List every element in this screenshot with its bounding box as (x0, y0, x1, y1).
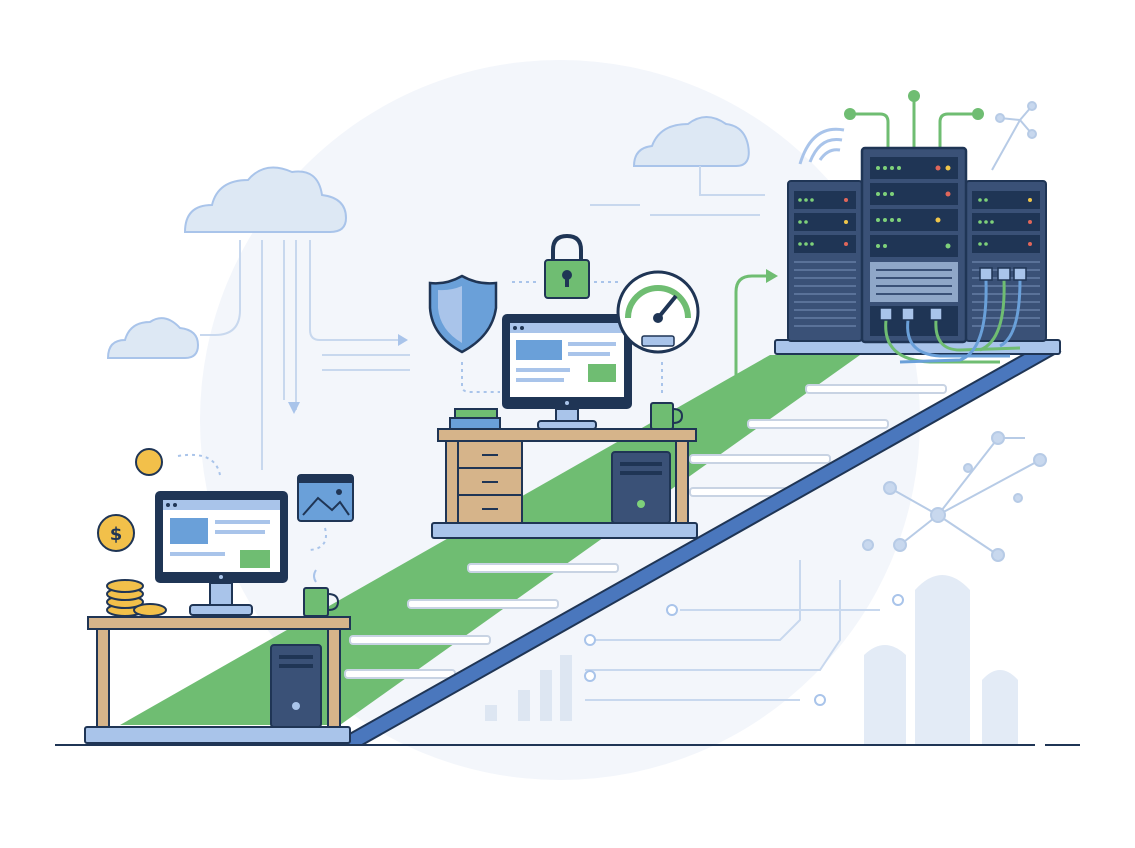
cloud-icon (183, 166, 348, 233)
coin-icon (135, 448, 163, 476)
desk (87, 616, 351, 728)
coffee-mug-icon (650, 402, 684, 430)
circuit-nodes (584, 594, 904, 706)
server-rack-icon (860, 146, 968, 344)
cloud-icon (106, 317, 200, 359)
dollar-coin-icon: $ (97, 514, 135, 552)
wifi-signal-icon (798, 127, 845, 165)
coin-stack-icon (106, 579, 167, 617)
book-stack (449, 408, 501, 430)
network-nodes-icon (862, 431, 1047, 562)
speedometer-icon (616, 270, 700, 354)
bar-chart-icon (485, 655, 572, 721)
network-nodes-icon (991, 101, 1037, 171)
background-towers (864, 575, 1018, 745)
shield-icon (428, 274, 498, 354)
circuit-lines (200, 166, 880, 701)
server-rack-icon (787, 180, 863, 342)
connector-line (177, 453, 221, 476)
network-antennas (852, 98, 976, 148)
staircase-steps (344, 384, 947, 679)
pc-tower-icon (270, 644, 322, 728)
arrow-icon (766, 269, 778, 283)
coffee-mug-icon (303, 569, 340, 617)
monitor-icon (502, 314, 632, 430)
network-antennas-nodes (844, 90, 984, 120)
level-2-platform (431, 522, 698, 539)
desk (437, 428, 697, 524)
padlock-icon (544, 233, 590, 299)
server-rack-icon (965, 180, 1047, 342)
connector-line (461, 362, 500, 393)
svg-text:$: $ (110, 524, 123, 545)
arrow-icon (734, 274, 768, 378)
pc-tower-icon (611, 451, 671, 524)
arrow-icon (288, 334, 408, 414)
level-1-platform (84, 726, 351, 744)
image-icon (297, 474, 354, 522)
network-cables (884, 279, 1022, 364)
monitor-icon (155, 491, 288, 616)
cloud-icon (632, 116, 750, 167)
ethernet-plugs (879, 267, 1027, 321)
connector-line (309, 527, 327, 551)
